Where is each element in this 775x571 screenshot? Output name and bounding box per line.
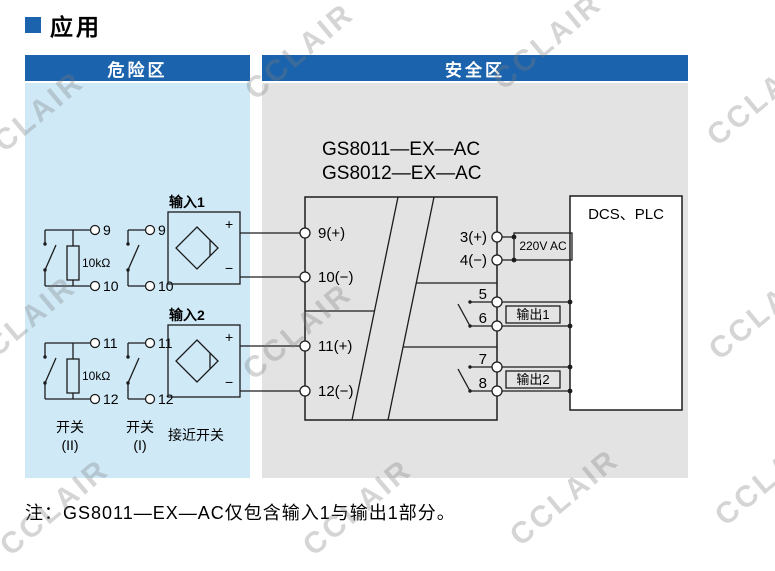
safe-zone-panel [262,83,688,478]
watermark: CCLAIR [700,42,775,153]
page-title-text: 应用 [50,14,102,40]
zone-header-hazard: 危险区 [25,55,250,81]
watermark: CCLAIR [702,256,775,367]
footnote: 注：GS8011—EX—AC仅包含输入1与输出1部分。 [25,503,456,523]
zone-header-hazard-label: 危险区 [107,60,168,80]
zone-header-safe-label: 安全区 [445,60,505,80]
watermark: CCLAIR [708,422,775,533]
zone-header-safe: 安全区 [262,55,688,81]
hazard-zone-panel [25,83,250,478]
page-title: 应用 [25,8,102,42]
title-bullet-icon [25,17,41,33]
